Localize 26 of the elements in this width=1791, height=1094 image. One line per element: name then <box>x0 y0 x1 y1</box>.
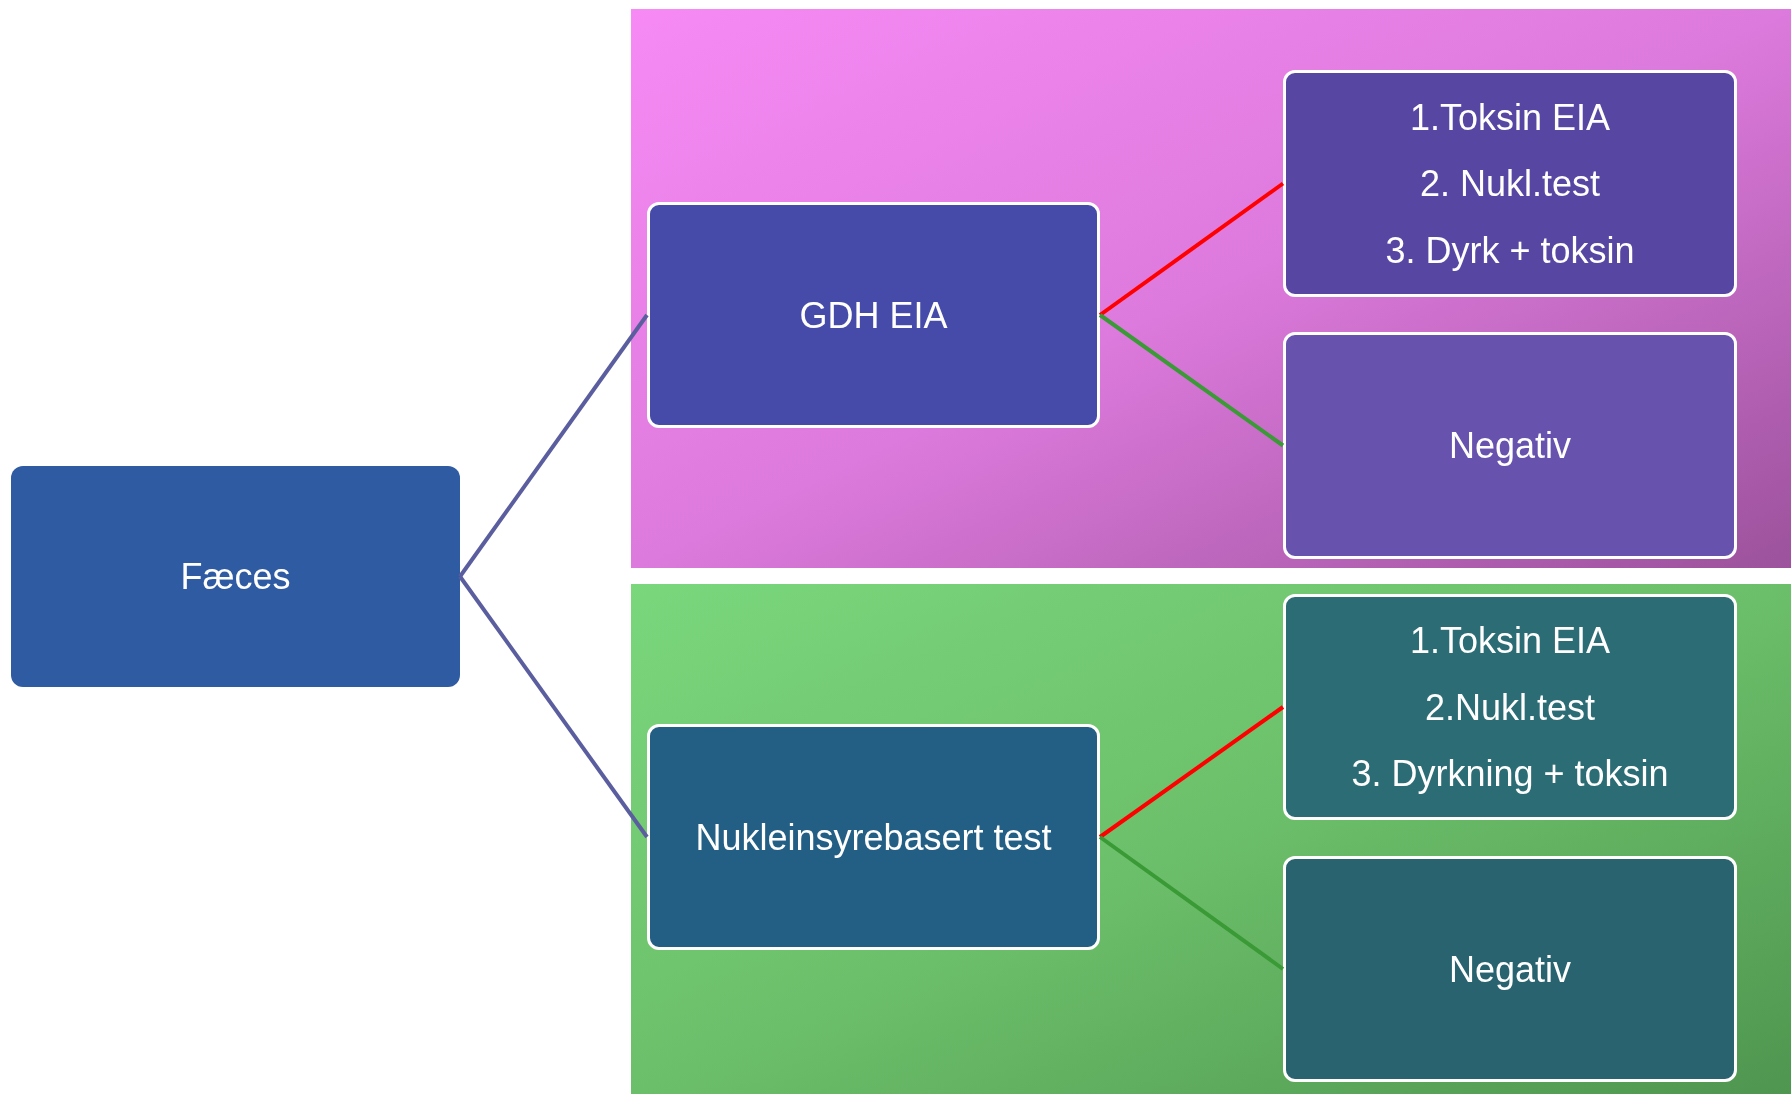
box-text: GDH EIA <box>798 293 949 338</box>
box-text: 2. Nukl.test <box>1418 162 1602 206</box>
box-text: 1.Toksin EIA <box>1408 95 1612 140</box>
box-text: Fæces <box>179 555 292 599</box>
faeces-box <box>11 466 460 687</box>
process-box <box>1283 594 1737 820</box>
box-text: Nukleinsyrebasert test <box>694 815 1053 860</box>
process-box <box>647 202 1100 428</box>
connector-line <box>1098 313 1285 448</box>
connector-line <box>1098 181 1285 317</box>
band-background <box>631 584 1791 1094</box>
connector-line <box>458 313 649 578</box>
box-text: 3. Dyrkning + toksin <box>1350 751 1670 796</box>
box-text: 1.Toksin EIA <box>1408 619 1612 664</box>
connector-line <box>458 575 649 839</box>
process-box <box>647 724 1100 950</box>
box-text: Negativ <box>1447 424 1573 468</box>
box-text: 3. Dyrk + toksin <box>1384 228 1636 273</box>
band-background <box>631 9 1791 568</box>
process-box <box>1283 70 1737 297</box>
process-box <box>1283 332 1737 559</box>
box-text: 2.Nukl.test <box>1423 685 1597 730</box>
connector-line <box>1098 705 1285 839</box>
connector-line <box>1098 835 1285 971</box>
process-box <box>1283 856 1737 1082</box>
box-text: Negativ <box>1447 947 1573 992</box>
